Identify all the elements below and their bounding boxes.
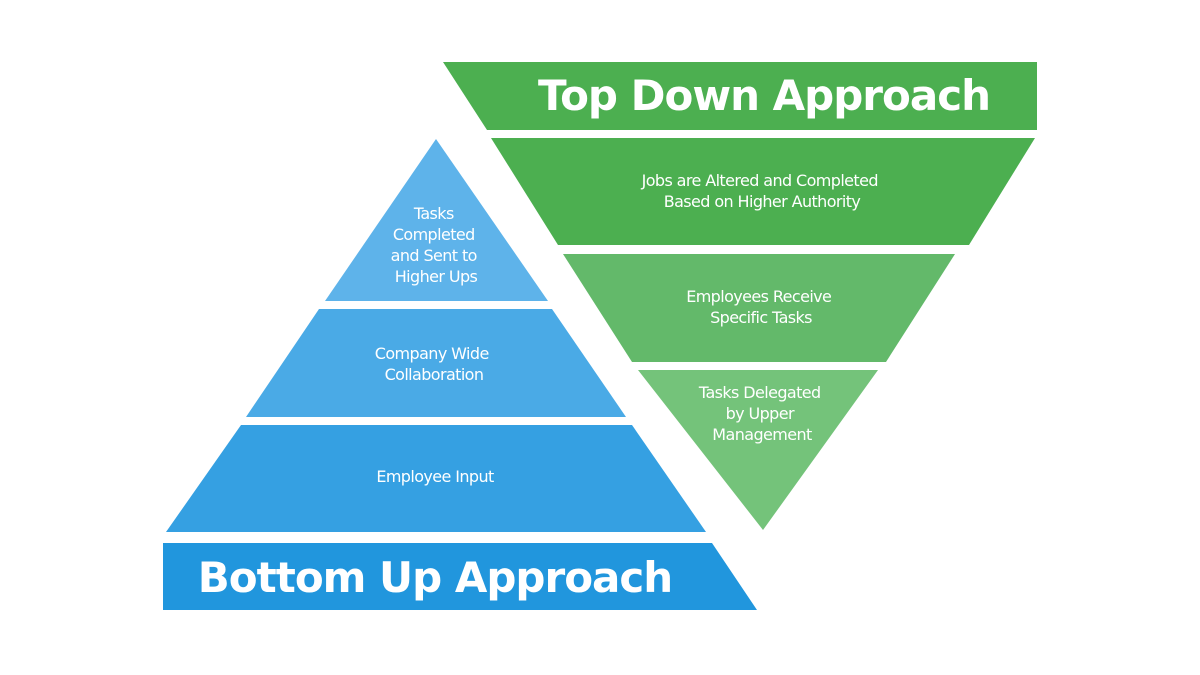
- bottom-up-title: Bottom Up Approach: [198, 553, 672, 602]
- bottom-up-level-2-line-2: Collaboration: [385, 365, 484, 384]
- top-down-level-3-line-1: Tasks Delegated: [698, 383, 821, 402]
- bottom-up-pyramid: Tasks Completed and Sent to Higher Ups C…: [163, 139, 757, 610]
- bottom-up-level-1-line-2: Completed: [393, 225, 475, 244]
- top-down-level-1-line-2: Based on Higher Authority: [664, 192, 861, 211]
- top-down-pyramid: Top Down Approach Jobs are Altered and C…: [443, 62, 1037, 530]
- top-down-level-3: [638, 370, 878, 530]
- bottom-up-level-2-label: Company Wide Collaboration: [375, 344, 493, 384]
- bottom-up-level-1-line-1: Tasks: [413, 204, 454, 223]
- top-down-level-2-line-1: Employees Receive: [686, 287, 831, 306]
- top-down-title: Top Down Approach: [538, 71, 990, 120]
- top-down-title-band: [443, 62, 1037, 130]
- top-down-level-2-label: Employees Receive Specific Tasks: [686, 287, 836, 327]
- bottom-up-level-3-label: Employee Input: [376, 467, 494, 486]
- bottom-up-level-2: [246, 309, 626, 417]
- bottom-up-title-band: [163, 543, 757, 610]
- bottom-up-level-3: [166, 425, 706, 532]
- top-down-level-3-line-2: by Upper: [726, 404, 795, 423]
- bottom-up-level-3-line-1: Employee Input: [376, 467, 494, 486]
- bottom-up-level-1-line-4: Higher Ups: [395, 267, 478, 286]
- top-down-level-2: [563, 254, 955, 362]
- top-down-level-3-label: Tasks Delegated by Upper Management: [698, 383, 825, 444]
- top-down-level-1-line-1: Jobs are Altered and Completed: [641, 171, 878, 190]
- bottom-up-level-2-line-1: Company Wide: [375, 344, 489, 363]
- bottom-up-level-1: [325, 139, 548, 301]
- top-down-level-1-label: Jobs are Altered and Completed Based on …: [641, 171, 883, 211]
- top-down-level-2-line-2: Specific Tasks: [710, 308, 812, 327]
- bottom-up-level-1-label: Tasks Completed and Sent to Higher Ups: [391, 204, 482, 286]
- top-down-level-3-line-3: Management: [712, 425, 812, 444]
- top-down-level-1: [491, 138, 1035, 245]
- bottom-up-level-1-line-3: and Sent to: [391, 246, 477, 265]
